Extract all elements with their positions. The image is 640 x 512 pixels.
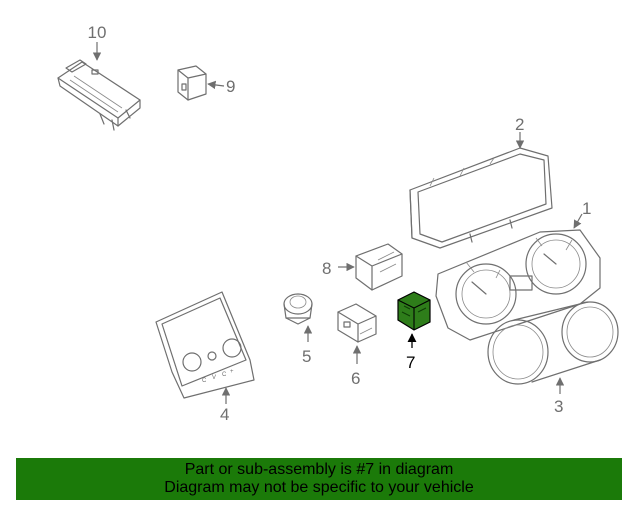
- callout-2: 2: [515, 115, 524, 134]
- part-9-switch[interactable]: [177, 65, 207, 101]
- panel-label-2: V: [212, 375, 216, 381]
- panel-label-1: C: [202, 378, 207, 384]
- callout-10: 10: [88, 23, 107, 42]
- callout-8: 8: [322, 259, 331, 278]
- leader-9: [207, 80, 225, 90]
- part-2-display-unit[interactable]: [409, 147, 553, 249]
- banner-line-2: Diagram may not be specific to your vehi…: [164, 479, 474, 496]
- part-5-knob[interactable]: [283, 293, 313, 325]
- callout-6: 6: [351, 369, 360, 388]
- panel-label-3: C: [222, 372, 227, 378]
- part-1-instrument-cluster[interactable]: [435, 229, 601, 341]
- callout-1: 1: [582, 199, 591, 218]
- part-6-connector[interactable]: [337, 303, 377, 343]
- callout-7: 7: [406, 353, 415, 372]
- part-10-control-module[interactable]: [57, 59, 141, 131]
- part-7-highlighted-switch[interactable]: [397, 291, 431, 331]
- banner-line-1: Part or sub-assembly is #7 in diagram: [184, 461, 454, 478]
- part-3-gauge-lens[interactable]: [487, 301, 619, 385]
- info-banner: Part or sub-assembly is #7 in diagram Di…: [16, 458, 622, 500]
- part-4-control-panel[interactable]: C V C +: [155, 291, 255, 399]
- panel-label-4: +: [230, 369, 234, 375]
- callout-9: 9: [226, 77, 235, 96]
- callout-5: 5: [302, 347, 311, 366]
- parts-diagram: C V C + 10 9 2 1 3 8 5 6 4 7: [57, 23, 619, 424]
- leader-1: [573, 213, 583, 229]
- callout-4: 4: [220, 405, 229, 424]
- callout-3: 3: [554, 397, 563, 416]
- part-8-switch-assembly[interactable]: [355, 243, 403, 291]
